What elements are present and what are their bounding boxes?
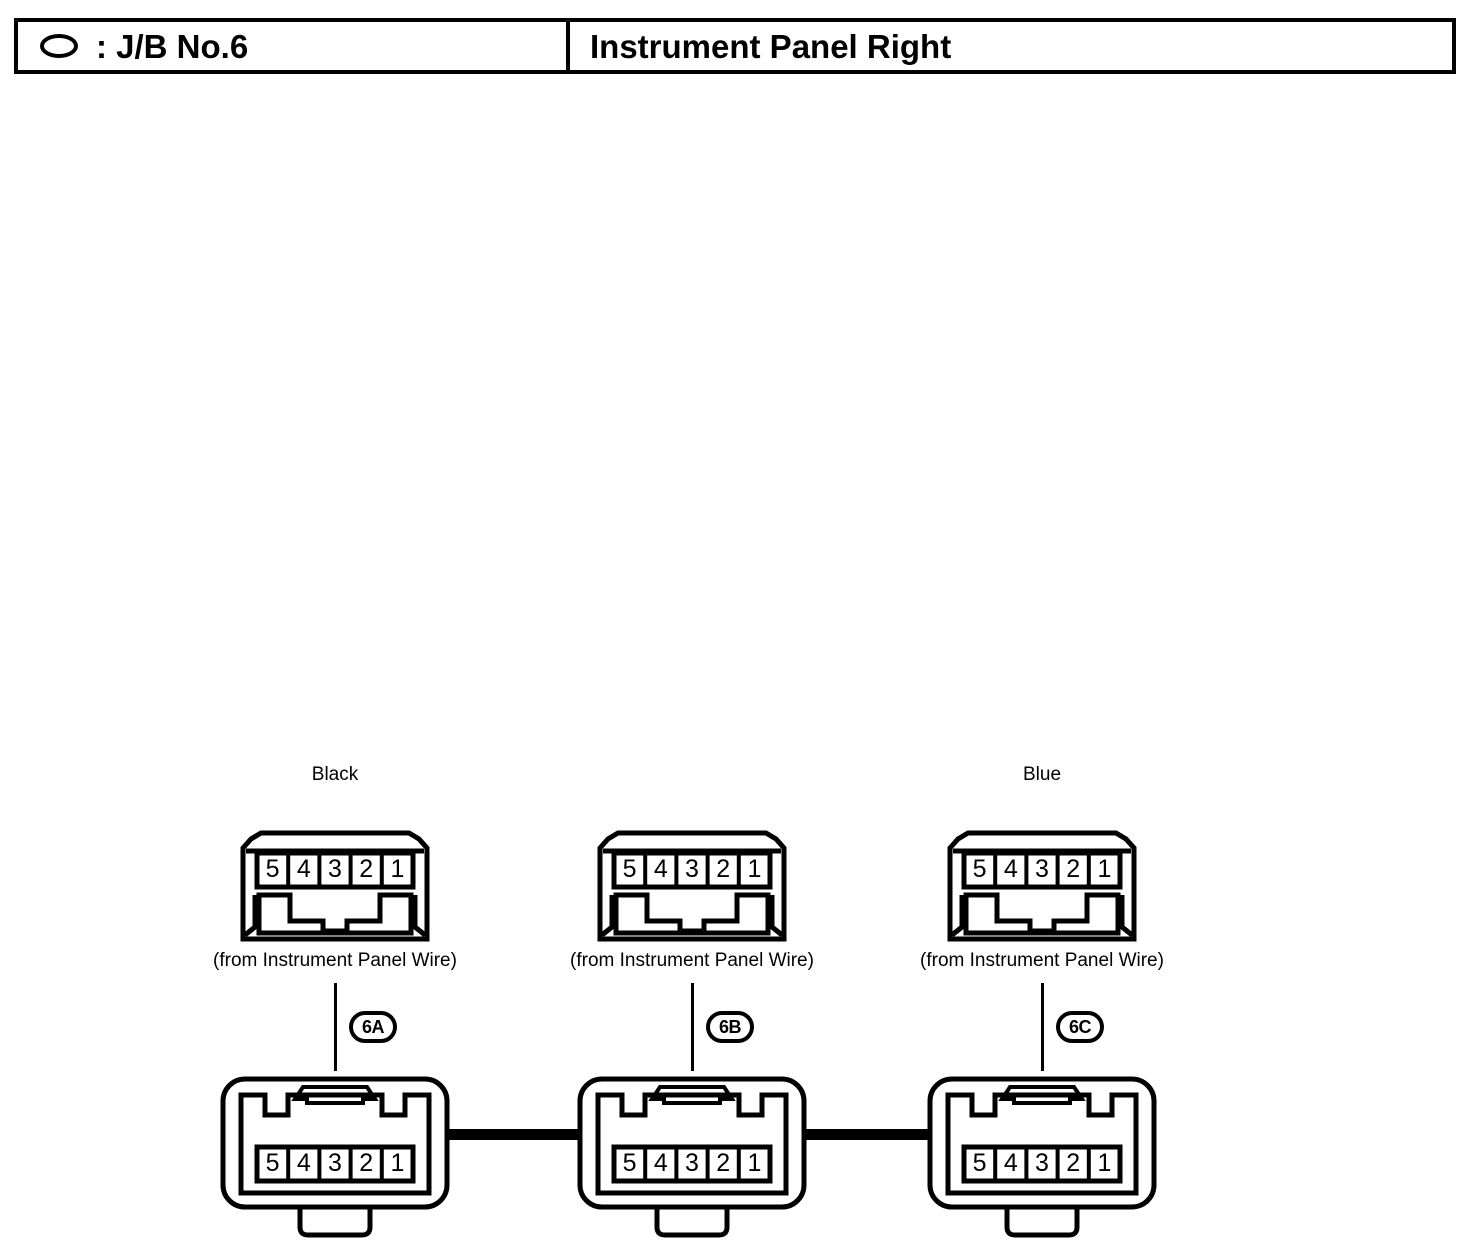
pin-label: 1 xyxy=(1097,1149,1111,1177)
pin-label: 2 xyxy=(359,855,373,883)
pin-label: 3 xyxy=(1035,1149,1049,1177)
plug-cavity-outline xyxy=(595,1092,789,1196)
bottom-connector-6b-graphic: 5 4 3 2 1 xyxy=(577,1076,807,1238)
plug-bottom-tab xyxy=(297,1202,373,1238)
harness-wire-6a-6b xyxy=(432,1129,592,1140)
top-connector-6c[interactable]: 5 4 3 2 1 xyxy=(862,803,1222,943)
pin-label: 2 xyxy=(1066,1149,1080,1177)
oval-icon xyxy=(40,34,78,58)
connector-badge-6b[interactable]: 6B xyxy=(706,1011,754,1043)
pin-label: 5 xyxy=(623,855,637,883)
pin-label: 4 xyxy=(654,1149,668,1177)
pin-label: 5 xyxy=(973,1149,987,1177)
pin-label: 2 xyxy=(716,1149,730,1177)
pin-label: 3 xyxy=(328,855,342,883)
page-title: Instrument Panel Right xyxy=(590,27,952,65)
pin-row-6a: 5 4 3 2 1 xyxy=(254,850,416,890)
pin-label: 4 xyxy=(1004,1149,1018,1177)
pin-label: 3 xyxy=(685,1149,699,1177)
plug-cavity-outline xyxy=(945,1092,1139,1196)
junction-block-label: : J/B No.6 xyxy=(96,27,249,65)
harness-wire-6b-6c xyxy=(782,1129,942,1140)
plug-bottom-tab xyxy=(654,1202,730,1238)
top-connector-6b[interactable]: 5 4 3 2 1 xyxy=(512,803,872,943)
plug-bottom-tab xyxy=(1004,1202,1080,1238)
connector-left-tab xyxy=(950,895,965,937)
connector-link-line-6b xyxy=(691,983,694,1071)
bottom-connector-6a-graphic: 5 4 3 2 1 xyxy=(220,1076,450,1238)
pin-label: 1 xyxy=(747,855,761,883)
pin-label: 1 xyxy=(390,855,404,883)
pin-label: 2 xyxy=(359,1149,373,1177)
connector-color-label-6c: Blue xyxy=(1022,764,1062,785)
top-connector-6a[interactable]: 5 4 3 2 1 xyxy=(155,803,515,943)
pin-label: 5 xyxy=(623,1149,637,1177)
top-connector-6a-graphic: 5 4 3 2 1 xyxy=(240,830,430,942)
pin-label: 1 xyxy=(747,1149,761,1177)
top-connector-6c-graphic: 5 4 3 2 1 xyxy=(947,830,1137,942)
title-bar: : J/B No.6 Instrument Panel Right xyxy=(14,18,1456,74)
from-wire-caption-6b: (from Instrument Panel Wire) xyxy=(570,950,814,971)
pin-row-bottom-6a: 5 4 3 2 1 xyxy=(254,1144,416,1184)
connector-badge-6a[interactable]: 6A xyxy=(349,1011,397,1043)
pin-label: 1 xyxy=(390,1149,404,1177)
connector-link-line-6c xyxy=(1041,983,1044,1071)
pin-label: 3 xyxy=(328,1149,342,1177)
from-wire-caption-6a: (from Instrument Panel Wire) xyxy=(213,950,457,971)
pin-label: 5 xyxy=(266,1149,280,1177)
connector-cavity-outline xyxy=(613,892,771,936)
pin-label: 2 xyxy=(716,855,730,883)
plug-cavity-outline xyxy=(238,1092,432,1196)
connector-right-tab xyxy=(412,895,427,937)
top-connector-6b-graphic: 5 4 3 2 1 xyxy=(597,830,787,942)
connector-link-line-6a xyxy=(334,983,337,1071)
connector-right-tab xyxy=(1119,895,1134,937)
connector-right-tab xyxy=(769,895,784,937)
from-wire-caption-6c: (from Instrument Panel Wire) xyxy=(920,950,1164,971)
pin-row-bottom-6b: 5 4 3 2 1 xyxy=(611,1144,773,1184)
connector-badge-6c[interactable]: 6C xyxy=(1056,1011,1104,1043)
pin-row-6c: 5 4 3 2 1 xyxy=(961,850,1123,890)
pin-label: 2 xyxy=(1066,855,1080,883)
pin-label: 4 xyxy=(1004,855,1018,883)
bottom-connector-6c-graphic: 5 4 3 2 1 xyxy=(927,1076,1157,1238)
pin-label: 4 xyxy=(297,855,311,883)
pin-label: 1 xyxy=(1097,855,1111,883)
pin-row-6b: 5 4 3 2 1 xyxy=(611,850,773,890)
connector-color-label-6a: Black xyxy=(311,764,359,785)
bottom-connector-6c[interactable]: 5 4 3 2 1 xyxy=(862,1065,1222,1240)
connector-left-tab xyxy=(600,895,615,937)
pin-label: 3 xyxy=(685,855,699,883)
pin-label: 4 xyxy=(297,1149,311,1177)
connector-left-tab xyxy=(243,895,258,937)
pin-label: 5 xyxy=(266,855,280,883)
pin-row-bottom-6c: 5 4 3 2 1 xyxy=(961,1144,1123,1184)
connector-cavity-outline xyxy=(256,892,414,936)
title-bar-left-cell: : J/B No.6 xyxy=(18,22,570,70)
pin-label: 5 xyxy=(973,855,987,883)
pin-label: 3 xyxy=(1035,855,1049,883)
bottom-connector-6a[interactable]: 5 4 3 2 1 xyxy=(155,1065,515,1240)
connector-cavity-outline xyxy=(963,892,1121,936)
bottom-connector-6b[interactable]: 5 4 3 2 1 xyxy=(512,1065,872,1240)
title-bar-right-cell: Instrument Panel Right xyxy=(570,22,1452,70)
pin-label: 4 xyxy=(654,855,668,883)
